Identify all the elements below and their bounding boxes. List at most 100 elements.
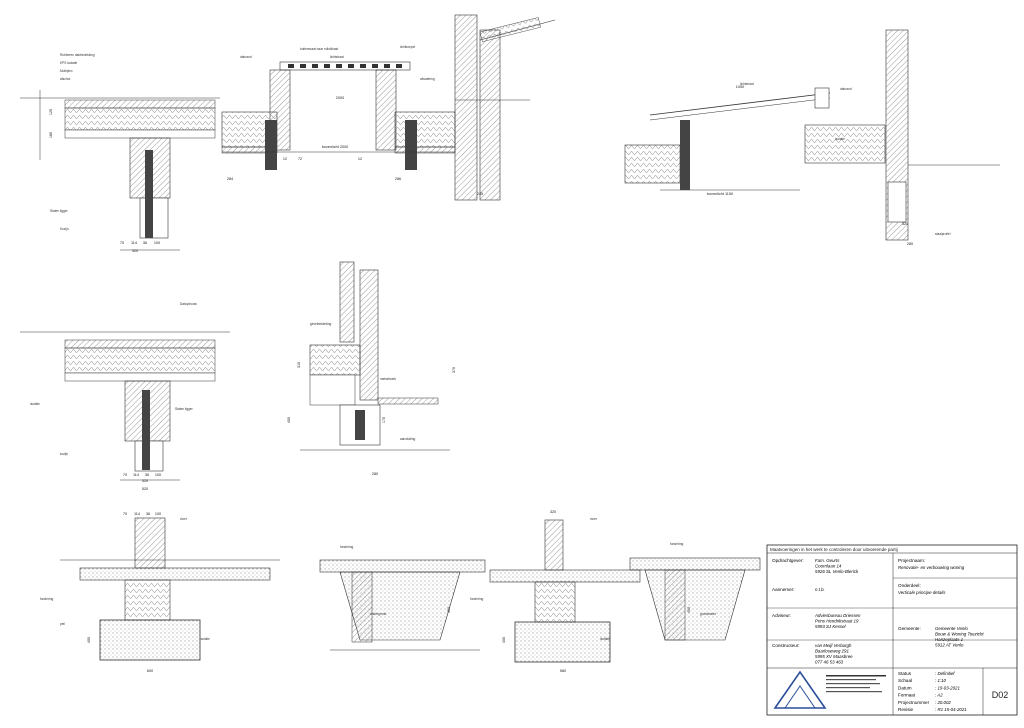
detail-bottom-1-dimension: 70 [123, 512, 127, 516]
detail-bottom-4-label: grondwater [700, 612, 717, 616]
detail-mid-center-dimension: 310 [297, 362, 301, 368]
detail-top-right-dimension: bovenlicht 1150 [707, 192, 733, 196]
title-block-meta-value: : 1:10 [935, 678, 947, 683]
detail-top-left-label: Kozijn [60, 227, 69, 231]
detail-mid-center-dimension: 280 [372, 472, 378, 476]
title-block-meta-value: : Definitief [935, 671, 955, 676]
title-block-field-value: 077 46 53 463 [815, 660, 844, 665]
detail-top-left-dimension: 100 [154, 241, 160, 245]
title-block-meta-label: Status [898, 671, 912, 676]
title-block-field-value: n.t.b. [815, 587, 825, 592]
sheet-number: D02 [992, 690, 1009, 700]
detail-top-left-label: Rubberen dakbedekking [60, 53, 95, 57]
detail-mid-left-dimension: 70 [123, 473, 127, 477]
detail-dakopbouw-dimension: 284 [227, 177, 233, 181]
detail-top-right-label: isolatie [835, 137, 845, 141]
title-block-field-label: Onderdeel: [898, 583, 921, 588]
detail-dakopbouw-dimension: 12 [358, 157, 362, 161]
detail-mid-left-label: Dakopbouw [180, 302, 198, 306]
title-block-field-label: Opdrachtgever: [772, 558, 804, 563]
detail-mid-center-dimension: 170 [382, 417, 386, 423]
detail-mid-left-dimension: 320 [142, 479, 148, 483]
detail-mid-left-dimension: 114 [133, 473, 139, 477]
title-block-meta-label: Revisie [898, 707, 914, 712]
detail-dakopbouw-label: buitenmaat naar rolluikkast [300, 47, 338, 51]
detail-top-right-dimension: 320 [902, 222, 908, 226]
detail-top-left-label: Multiplex [60, 69, 73, 73]
detail-mid-center-label: aansluiting [400, 437, 415, 441]
title-block-meta-label: Schaal [898, 678, 912, 683]
detail-top-left-dimension: 320 [132, 249, 138, 253]
title-block: Maatvoeringen in het werk te controleren… [766, 544, 1018, 716]
detail-top-left-dimension: 70 [120, 241, 124, 245]
company-logo [773, 670, 886, 709]
detail-bottom-3-dimension: 320 [550, 510, 556, 514]
detail-mid-center-label: metselwerk [380, 377, 397, 381]
detail-bottom-1-dimension: 400 [87, 637, 91, 643]
detail-bottom-2-label: fundering [340, 545, 354, 549]
detail-top-right-dimension: 280 [907, 242, 913, 246]
detail-mid-left-dimension: 36 [145, 473, 149, 477]
detail-dakopbouw-label: afwatering [420, 77, 435, 81]
detail-bottom-4-dimension: 400 [687, 607, 691, 613]
detail-bottom-1-label: isolatie [200, 637, 210, 641]
detail-dakopbouw-dimension: 286 [395, 177, 401, 181]
detail-dakopbouw-label: lichtkoepel [400, 45, 415, 49]
detail-mid-left-dimension: 100 [155, 473, 161, 477]
detail-dakopbouw-dimension: 245 [477, 192, 483, 196]
title-block-field-value: Fam. Geurts [815, 558, 840, 563]
detail-mid-left-dimension: 520 [142, 487, 148, 491]
title-block-field-value: 5995 XV Maasbree [815, 654, 853, 659]
detail-mid-center-dimension: 370 [452, 367, 456, 373]
detail-top-right-label: dakrand [840, 87, 852, 91]
detail-dakopbouw-dimension: 2000 [336, 96, 344, 100]
title-block-field-value: 5926 SL Venlo-Blerick [815, 569, 859, 574]
detail-dakopbouw: buitenmaat naar rolluikkast dakrand lichts… [221, 14, 556, 201]
title-block-field-value: Renovatie- en verbouwing woning [898, 565, 965, 570]
title-block-field-value: Verticale principe details [898, 590, 946, 595]
detail-mid-center-label: gevelbekleding [310, 322, 331, 326]
detail-bottom-1-label: vloer [180, 517, 188, 521]
detail-bottom-1-dimension: 100 [155, 512, 161, 516]
detail-top-left-label: EPS isolatie [60, 61, 77, 65]
detail-mid-left-label: Stalen ligger [175, 407, 194, 411]
title-block-field-value: Gemeente Venlo [935, 626, 968, 631]
detail-bottom-2-dimension: 400 [447, 607, 451, 613]
detail-bottom-3-label: fundering [470, 597, 484, 601]
detail-mid-center: gevelbekleding metselwerk aansluiting 280 3… [287, 261, 456, 476]
title-block-field-label: Constructeur: [772, 643, 800, 648]
detail-top-left-dimension: 36 [143, 241, 147, 245]
detail-bottom-1-dimension: 36 [146, 512, 150, 516]
title-block-field-value: Hanzeplaats 1 [935, 637, 964, 642]
title-block-field-label: Gemeente: [898, 626, 921, 631]
detail-bottom-3-label: isolatie [600, 637, 610, 641]
detail-bottom-1-dimension: 114 [134, 512, 140, 516]
detail-dakopbouw-label: dakrand [240, 55, 252, 59]
title-block-meta-value: : R1 15-04-2021 [935, 707, 967, 712]
detail-bottom-4-label: fundering [670, 542, 684, 546]
title-block-field-value: Prins Hendrikstraat 19 [815, 619, 859, 624]
detail-bottom-3-label: vloer [590, 517, 598, 521]
detail-dakopbouw-label: lichtstraat [330, 55, 344, 59]
title-block-field-label: Aannemer: [772, 587, 794, 592]
title-block-field-value: 5993 SJ Kessel [815, 624, 847, 629]
detail-mid-center-dimension: 400 [287, 417, 291, 423]
title-block-meta-value: : A2 [935, 693, 943, 698]
detail-bottom-1-label: peil [60, 622, 65, 626]
detail-top-left-dimension: 125 [49, 109, 53, 115]
title-block-meta-value: : 20.002 [935, 700, 951, 705]
title-block-field-value: van Meijl Verburgh [815, 643, 852, 648]
detail-bottom-4: fundering grondwater 400 [629, 542, 761, 641]
title-block-field-label: Projectnaam: [898, 558, 925, 563]
detail-top-right-dimension: 1050 [736, 85, 744, 89]
title-block-field-value: Bouw & Woning Toezicht [935, 632, 984, 637]
title-block-meta-label: Formaat [898, 693, 916, 698]
detail-top-left-dimension: 180 [49, 132, 53, 138]
detail-mid-left-label: isolatie [30, 402, 40, 406]
detail-bottom-3-dimension: 580 [560, 669, 566, 673]
